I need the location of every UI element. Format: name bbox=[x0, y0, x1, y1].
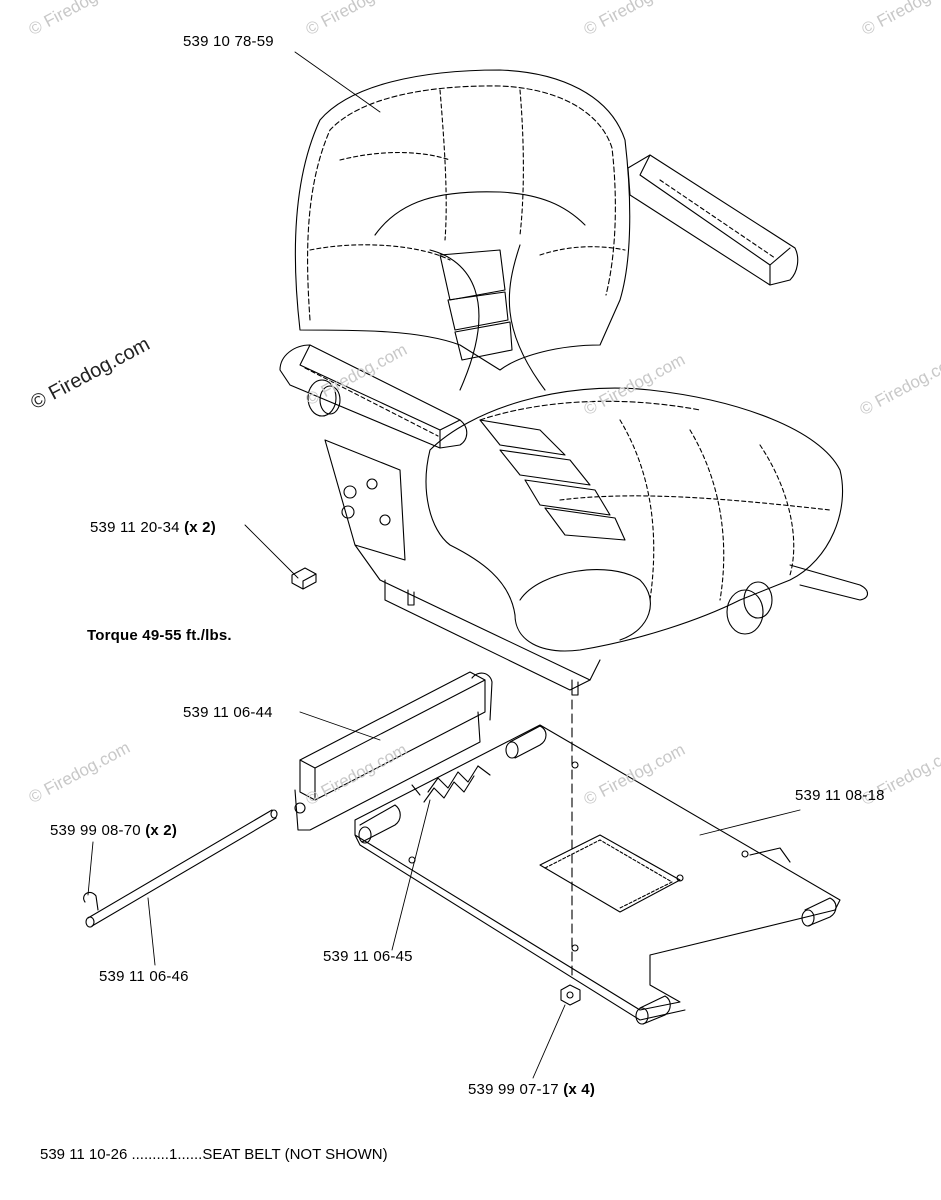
seat-backrest bbox=[294, 69, 631, 391]
adjust-knob-right bbox=[726, 564, 869, 635]
leader-lines bbox=[87, 51, 801, 1079]
label-clip: 539 99 08-70 (x 2) bbox=[50, 822, 177, 839]
armrest-left bbox=[279, 344, 468, 449]
spring bbox=[411, 765, 491, 803]
adjust-knob-left bbox=[307, 379, 341, 417]
label-seat: 539 10 78-59 bbox=[183, 33, 274, 50]
label-clip-number: 539 99 08-70 bbox=[50, 822, 141, 839]
label-bolt-qty: (x 2) bbox=[184, 519, 216, 536]
armrest-right bbox=[627, 154, 799, 286]
label-rod: 539 11 06-46 bbox=[99, 968, 189, 985]
label-spring: 539 11 06-45 bbox=[323, 948, 413, 965]
label-base-plate: 539 11 08-18 bbox=[795, 787, 885, 804]
label-bolt-number: 539 11 20-34 bbox=[90, 519, 180, 536]
label-nut: 539 99 07-17 (x 4) bbox=[468, 1081, 595, 1098]
label-bolt: 539 11 20-34 (x 2) bbox=[90, 519, 216, 536]
label-nut-number: 539 99 07-17 bbox=[468, 1081, 559, 1098]
rod bbox=[85, 809, 278, 928]
seat-base bbox=[324, 439, 601, 696]
seat-cushion bbox=[425, 387, 844, 652]
base-plate bbox=[354, 724, 841, 1025]
hair-pin-clip bbox=[83, 891, 99, 911]
bracket bbox=[294, 671, 493, 831]
label-clip-qty: (x 2) bbox=[145, 822, 178, 839]
label-torque: Torque 49-55 ft./lbs. bbox=[87, 627, 232, 644]
nut bbox=[560, 984, 581, 1006]
label-bracket: 539 11 06-44 bbox=[183, 704, 273, 721]
bolt bbox=[291, 567, 317, 590]
label-nut-qty: (x 4) bbox=[563, 1081, 596, 1098]
seat-belt-note: 539 11 10-26 .........1......SEAT BELT (… bbox=[40, 1146, 388, 1163]
